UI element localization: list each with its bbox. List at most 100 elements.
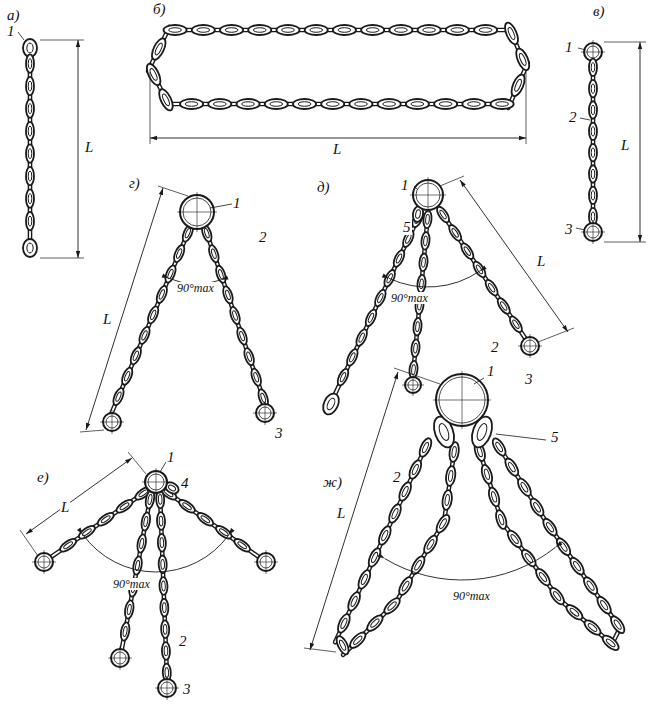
link-outline — [58, 537, 78, 554]
link-outline — [600, 633, 621, 652]
link-outline — [554, 536, 572, 557]
figure-letter: в) — [592, 4, 606, 19]
face-link — [447, 223, 464, 242]
link-hole — [213, 102, 226, 107]
link-outline — [589, 123, 597, 140]
link-hole — [260, 393, 267, 403]
face-link — [446, 25, 469, 35]
callout-number: 2 — [568, 110, 578, 125]
link-outline — [26, 212, 34, 230]
link-outline — [96, 511, 116, 528]
link-hole — [338, 639, 347, 651]
link-hole — [414, 560, 423, 571]
face-link — [232, 537, 252, 554]
link-outline — [441, 489, 453, 510]
link-hole — [463, 246, 471, 256]
dimension-line — [78, 40, 79, 258]
link-hole — [197, 28, 210, 33]
face-link — [495, 296, 512, 315]
link-outline — [508, 315, 525, 334]
link-hole — [411, 365, 415, 375]
link-outline — [589, 59, 597, 76]
link-hole — [510, 533, 520, 544]
link-hole — [28, 149, 32, 159]
extension-line — [80, 430, 104, 432]
face-link — [589, 123, 597, 140]
face-link — [519, 548, 538, 569]
face-link — [336, 612, 353, 634]
link-hole — [160, 538, 164, 548]
link-hole — [310, 28, 323, 33]
figure-letter: ж) — [322, 475, 343, 490]
face-link — [144, 62, 163, 87]
link-hole — [282, 28, 295, 33]
face-link — [228, 306, 241, 325]
link-hole — [349, 352, 356, 362]
link-hole — [438, 518, 447, 529]
callout-number: 5 — [402, 220, 412, 235]
face-link — [589, 165, 597, 182]
link-outline — [487, 486, 501, 507]
face-link — [172, 244, 186, 264]
angle-label: 90°max — [390, 292, 429, 304]
arrowhead — [480, 265, 487, 271]
face-link — [236, 99, 259, 109]
face-link — [421, 232, 431, 250]
link-outline — [568, 556, 586, 577]
link-outline — [336, 612, 353, 634]
callout-number: 4 — [180, 476, 190, 491]
face-link — [365, 613, 385, 633]
link-hole — [448, 470, 454, 481]
face-link — [600, 633, 621, 652]
callout-number: 1 — [6, 24, 16, 39]
link-hole — [439, 102, 452, 107]
face-link — [207, 244, 220, 263]
face-link — [293, 99, 316, 109]
face-link — [276, 25, 299, 35]
link-outline — [159, 577, 168, 595]
face-link — [192, 25, 215, 35]
link-hole — [377, 293, 384, 303]
centre-line — [266, 550, 267, 574]
link-hole — [395, 28, 408, 33]
link-outline — [333, 25, 356, 35]
face-link — [377, 525, 394, 547]
link-hole — [150, 310, 157, 321]
link-hole — [242, 102, 255, 107]
link-hole — [613, 619, 622, 630]
face-link — [334, 634, 351, 656]
face-link — [220, 25, 243, 35]
face-link — [214, 524, 234, 541]
link-outline — [115, 498, 135, 515]
link-hole — [421, 257, 425, 267]
leader-line — [576, 228, 585, 230]
leader-line — [210, 204, 232, 208]
face-link — [26, 99, 34, 117]
link-hole — [253, 372, 260, 382]
face-link — [136, 534, 147, 554]
link-hole — [370, 618, 381, 629]
link-outline — [162, 642, 171, 660]
face-link — [487, 486, 501, 507]
link-hole — [451, 228, 459, 238]
link-hole — [176, 248, 183, 259]
link-hole — [437, 422, 451, 441]
link-outline — [528, 497, 546, 518]
link-hole — [591, 63, 595, 73]
face-link — [354, 328, 369, 348]
centre-line — [197, 192, 198, 232]
link-hole — [605, 638, 616, 648]
link-outline — [483, 278, 500, 297]
link-hole — [211, 249, 218, 259]
face-link — [336, 367, 351, 387]
face-link — [346, 590, 363, 612]
link-outline — [373, 288, 388, 308]
link-outline — [293, 99, 316, 109]
face-link — [417, 275, 427, 293]
link-hole — [507, 462, 516, 473]
link-outline — [207, 244, 220, 263]
link-outline — [349, 99, 372, 109]
link-outline — [418, 25, 441, 35]
link-outline — [589, 187, 597, 204]
leader-line — [580, 118, 590, 120]
